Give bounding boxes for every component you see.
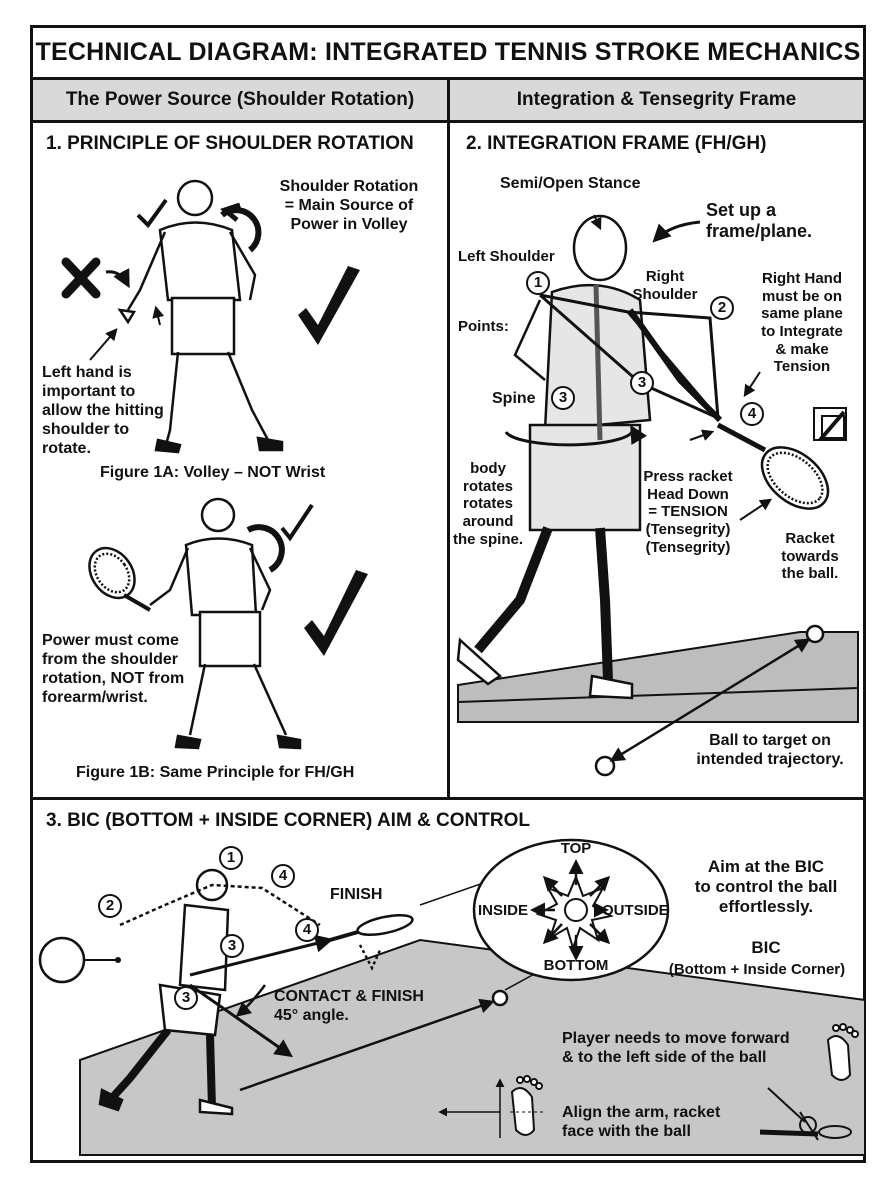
section3-heading: 3. BIC (BOTTOM + INSIDE CORNER) AIM & CO… [46,810,530,831]
section2-heading: 2. INTEGRATION FRAME (FH/GH) [466,133,767,154]
racket-icon [88,546,151,612]
fh-player-figure [149,497,302,750]
horizontal-divider [30,797,866,800]
small-check-icon [136,198,168,229]
compass-top-label: TOP [560,840,592,857]
finish-racket-icon [329,913,414,971]
stance-label: Semi/Open Stance [500,175,641,192]
vertical-divider [447,77,450,799]
spine-label: Spine [492,390,536,407]
spine-3-label: 3 [558,389,568,406]
ball-icon-2 [594,755,616,777]
point-3-label: 3 [637,374,647,391]
spine-rotation-arrow [504,424,647,447]
tennis-racket-icon [716,422,830,510]
point-2-label: 2 [717,299,727,316]
bic-point-3-label: 3 [227,937,237,954]
bic-point-2-label: 2 [105,897,115,914]
figure-1a-caption: Figure 1A: Volley – NOT Wrist [100,464,326,481]
figure-1b-caption: Figure 1B: Same Principle for FH/GH [76,764,355,781]
rotation-arrow-icon [219,202,262,253]
move-note: Player needs to move forward& to the lef… [562,1030,790,1066]
court-floor-3 [79,938,866,1156]
bic-label: BIC [751,938,781,957]
rotation-arrow-icon-2 [246,524,285,573]
ball-icon [805,624,825,644]
finish-label: FINISH [330,886,383,903]
points-label: Points: [458,318,509,335]
big-check-icon-2 [304,570,368,656]
compass-outside-label: OUTSIDE [602,902,669,919]
cube-icon [813,407,847,442]
bic-point-1-label: 1 [226,849,236,866]
bic-point-4-label: 4 [278,867,288,884]
bic-point-3b-label: 3 [181,989,191,1006]
small-check-icon-2 [280,503,314,542]
align-racket-icon [759,1087,852,1141]
compass-inside-label: INSIDE [478,902,529,919]
bic-point-4b-label: 4 [302,921,312,938]
incoming-ball-icon [38,936,86,984]
bic-full-label: (Bottom + Inside Corner) [668,961,846,978]
header-right: Integration & Tensegrity Frame [447,77,866,123]
big-check-icon [298,266,360,345]
point-4-label: 4 [747,405,757,422]
frame-triangle [539,293,720,421]
left-shoulder-label: Left Shoulder [458,248,555,265]
footprint-icon [826,1023,859,1081]
cross-icon [61,257,101,299]
section1-heading: 1. PRINCIPLE OF SHOULDER ROTATION [46,133,414,154]
compass-bottom-label: BOTTOM [543,957,609,974]
header-left: The Power Source (Shoulder Rotation) [30,77,450,123]
target-ball-icon [491,989,509,1007]
volley-player-figure [117,179,284,454]
point-1-label: 1 [533,274,543,291]
